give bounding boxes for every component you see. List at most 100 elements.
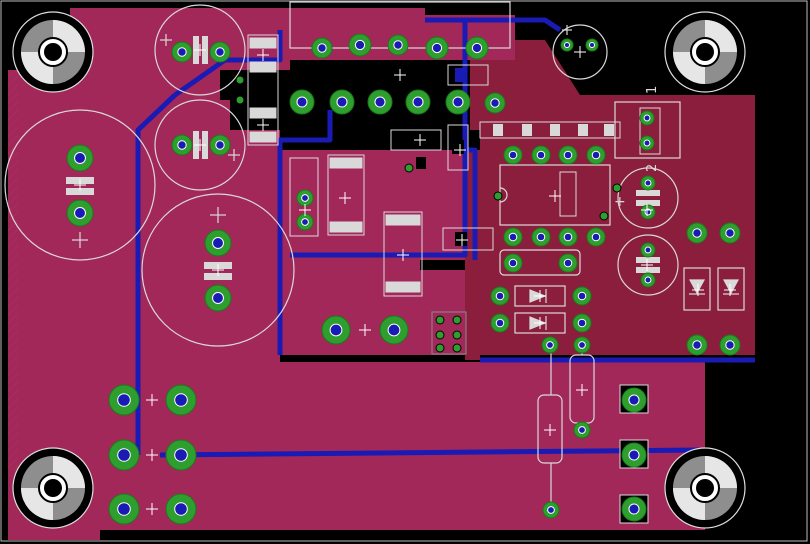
cross-marker-22 (454, 144, 466, 156)
pad-55-hole (643, 139, 651, 147)
cross-marker-19 (299, 204, 311, 216)
pad-1-hole (74, 207, 86, 219)
pads (66, 33, 741, 525)
blue-traces (135, 17, 755, 458)
cap-small-top-right (552, 24, 608, 80)
mounting-hole-top-right (664, 11, 746, 93)
cross-marker-2 (194, 44, 206, 56)
cross-marker-9 (359, 324, 371, 336)
pad-27-hole (117, 502, 131, 516)
pad-8-hole (317, 43, 327, 53)
hatched-region (8, 70, 18, 470)
via-0 (235, 75, 245, 85)
pad-0-hole (74, 152, 86, 164)
cross-marker-15 (549, 190, 561, 202)
pad-61-hole (588, 41, 596, 49)
pad-47-hole (578, 341, 586, 349)
pad-25-hole (117, 448, 131, 462)
mounting-hole-bottom-left (12, 447, 94, 529)
pad-24-hole (174, 393, 188, 407)
pad-43-hole (577, 291, 587, 301)
cross-marker-6 (339, 192, 351, 204)
cross-marker-16 (641, 204, 653, 216)
pad-3-hole (212, 292, 224, 304)
cross-marker-7 (397, 249, 409, 261)
cross-marker-3 (194, 139, 206, 151)
cross-marker-14 (576, 384, 588, 396)
cross-marker-0 (74, 179, 86, 191)
via-11 (612, 183, 622, 193)
pad-21-hole (329, 323, 343, 337)
pad-42-hole (495, 291, 505, 301)
pad-59-hole (644, 276, 652, 284)
pad-10-hole (393, 40, 403, 50)
pad-54-hole (643, 114, 651, 122)
cross-marker-8 (394, 69, 406, 81)
pad-40-hole (508, 258, 518, 268)
pad-56-hole (644, 179, 652, 187)
pad-6-hole (177, 140, 187, 150)
pad-22-hole (387, 323, 401, 337)
pad-51-hole (725, 228, 735, 238)
cross-marker-4 (257, 49, 269, 61)
vias (235, 75, 622, 353)
cross-marker-21 (456, 234, 468, 246)
pad-53-hole (725, 340, 735, 350)
pad-39-hole (591, 232, 601, 242)
cap-plus-label-1: + (614, 194, 626, 210)
mounting-hole-bottom-right (664, 447, 746, 529)
cross-marker-20 (414, 134, 426, 146)
pad-17-hole (452, 96, 464, 108)
pad-14-hole (336, 96, 348, 108)
pad-35-hole (591, 150, 601, 160)
pad-15-hole (374, 96, 386, 108)
pad-41-hole (563, 258, 573, 268)
pad-44-hole (495, 318, 505, 328)
pad-45-hole (577, 318, 587, 328)
pad-26-hole (174, 448, 188, 462)
via-8 (493, 191, 503, 201)
pad-11-hole (431, 42, 443, 54)
dip-ic (499, 164, 611, 226)
pad-46-hole (546, 341, 554, 349)
pad-31-hole (628, 503, 640, 515)
pad-50-hole (692, 228, 702, 238)
cross-marker-23 (692, 284, 704, 296)
cross-marker-11 (146, 449, 158, 461)
ic-small-top-right: 1 2 (614, 86, 681, 172)
via-1 (235, 95, 245, 105)
pad-36-hole (508, 232, 518, 242)
pad-32-hole (508, 150, 518, 160)
pad-13-hole (296, 96, 308, 108)
cross-marker-13 (544, 424, 556, 436)
pad-19-hole (301, 194, 309, 202)
via-7 (452, 343, 462, 353)
ic-pin2-label: 2 (645, 164, 660, 172)
cross-marker-1 (212, 264, 224, 276)
smd-parts (247, 34, 494, 297)
pad-30-hole (628, 449, 640, 461)
pad-33-hole (536, 150, 546, 160)
pad-52-hole (692, 340, 702, 350)
via-4 (435, 330, 445, 340)
cross-marker-25 (534, 290, 546, 302)
via-10 (404, 163, 414, 173)
pad-48-hole (578, 426, 586, 434)
pad-37-hole (536, 232, 546, 242)
cap-small-right-b (617, 234, 679, 296)
origin-markers (74, 44, 736, 515)
pad-9-hole (354, 39, 366, 51)
pad-34-hole (563, 150, 573, 160)
pad-16-hole (412, 96, 424, 108)
pad-23-hole (117, 393, 131, 407)
cross-marker-5 (257, 119, 269, 131)
via-3 (452, 315, 462, 325)
pad-2-hole (212, 237, 224, 249)
pad-38-hole (563, 232, 573, 242)
via-2 (435, 315, 445, 325)
ic-pin1-label: 1 (645, 86, 660, 94)
pad-29-hole (628, 394, 640, 406)
pad-60-hole (563, 41, 571, 49)
pad-5-hole (215, 47, 225, 57)
